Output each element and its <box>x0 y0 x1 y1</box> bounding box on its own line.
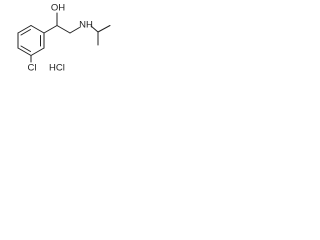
ring-double-bond <box>20 29 31 36</box>
hcl-salt-label: HCl <box>49 63 65 74</box>
hydroxyl-label: OH <box>51 3 65 14</box>
nh-to-ch-bond <box>90 25 99 33</box>
ring-to-carbinol-bond <box>43 25 58 34</box>
ring-bond <box>30 47 45 56</box>
ch-to-methyl-up-bond <box>97 25 111 33</box>
chloro-label: Cl <box>28 63 37 74</box>
carbinol-to-ch2-bond <box>56 25 71 34</box>
chemical-structure-diagram: OH NH Cl HCl <box>17 3 111 74</box>
ring-double-bond <box>20 45 31 52</box>
amine-label: NH <box>79 20 93 31</box>
benzene-ring <box>17 25 45 56</box>
ch2-to-nh-bond <box>69 27 80 34</box>
ring-bond <box>30 25 45 34</box>
ring-bond <box>17 47 32 56</box>
side-chain <box>43 12 111 46</box>
ring-bond <box>17 25 32 34</box>
